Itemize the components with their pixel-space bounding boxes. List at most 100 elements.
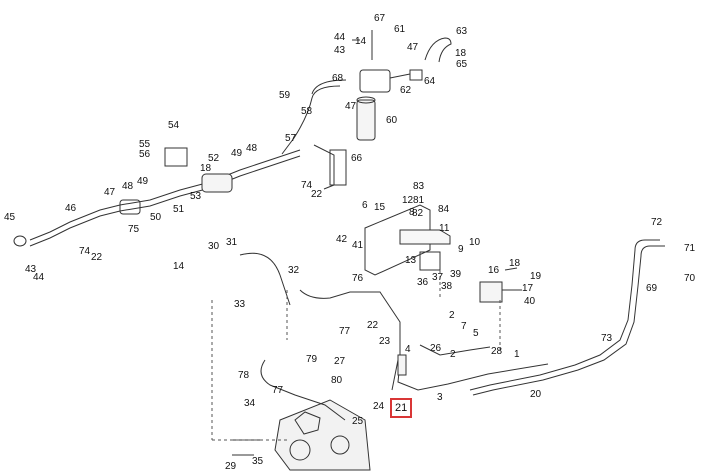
callout-73: 73: [601, 333, 613, 344]
callout-30: 30: [208, 241, 220, 252]
leader-lines: [211, 270, 501, 441]
callout-24: 24: [373, 401, 385, 412]
callout-39: 39: [450, 269, 462, 280]
callout-81: 81: [413, 195, 425, 206]
callout-3: 3: [437, 392, 443, 403]
callout-71: 71: [684, 243, 696, 254]
callout-74: 74: [79, 246, 91, 257]
callout-8: 8: [409, 207, 415, 218]
callout-79: 79: [306, 354, 318, 365]
callout-34: 34: [244, 398, 256, 409]
callout-64: 64: [424, 76, 436, 87]
callout-84: 84: [438, 204, 450, 215]
callout-43b: 43: [25, 264, 37, 275]
callout-48: 48: [122, 181, 134, 192]
callout-13: 13: [405, 255, 417, 266]
callout-16: 16: [488, 265, 500, 276]
callout-27: 27: [334, 356, 346, 367]
callout-50: 50: [150, 212, 162, 223]
callout-77: 77: [339, 326, 351, 337]
callout-47c: 47: [104, 187, 116, 198]
callout-2: 2: [449, 310, 455, 321]
callout-70: 70: [684, 273, 696, 284]
callout-78: 78: [238, 370, 250, 381]
callout-44b: 44: [33, 272, 45, 283]
callout-53: 53: [190, 191, 202, 202]
right-hose: [469, 239, 665, 396]
callout-45: 45: [4, 212, 16, 223]
valve-bracket-assembly: [364, 204, 522, 303]
callout-17: 17: [522, 283, 534, 294]
callout-80: 80: [331, 375, 343, 386]
callout-82: 82: [412, 208, 424, 219]
callout-18: 18: [455, 48, 467, 59]
callout-29: 29: [225, 461, 237, 472]
callout-4: 4: [405, 344, 411, 355]
callout-74b: 74: [301, 180, 313, 191]
callout-44: 44: [334, 32, 346, 43]
callout-2b: 2: [450, 349, 456, 360]
callout-35: 35: [252, 456, 264, 467]
callout-43: 43: [334, 45, 346, 56]
callout-62: 62: [400, 85, 412, 96]
callout-68: 68: [332, 73, 344, 84]
callout-56: 56: [139, 149, 151, 160]
callout-15: 15: [374, 202, 386, 213]
callout-32: 32: [288, 265, 300, 276]
middle-hose-assembly: [239, 252, 549, 391]
callout-69: 69: [646, 283, 658, 294]
fuel-filter-assembly: [281, 30, 452, 155]
callout-37: 37: [432, 272, 444, 283]
callout-65: 65: [456, 59, 468, 70]
callout-6: 6: [362, 200, 368, 211]
callout-1: 1: [514, 349, 520, 360]
callout-58: 58: [301, 106, 313, 117]
callout-47: 47: [407, 42, 419, 53]
callout-41: 41: [352, 240, 364, 251]
callout-49: 49: [137, 176, 149, 187]
callout-19: 19: [530, 271, 542, 282]
callout-40: 40: [524, 296, 536, 307]
callout-59: 59: [279, 90, 291, 101]
callout-60: 60: [386, 115, 398, 126]
callout-10: 10: [469, 237, 481, 248]
callout-22: 22: [91, 252, 103, 263]
callout-76: 76: [352, 273, 364, 284]
callout-42: 42: [336, 234, 348, 245]
callout-57: 57: [285, 133, 297, 144]
callout-9: 9: [458, 244, 464, 255]
callout-72: 72: [651, 217, 663, 228]
callout-22b: 22: [311, 189, 323, 200]
callout-36: 36: [417, 277, 429, 288]
callout-21-highlighted[interactable]: 21: [390, 398, 413, 418]
pump-assembly: [230, 359, 371, 471]
callout-55: 55: [139, 139, 151, 150]
callout-12: 12: [402, 195, 414, 206]
callout-77b: 77: [272, 385, 284, 396]
callout-26: 26: [430, 343, 442, 354]
callout-67: 67: [374, 13, 386, 24]
callout-11: 11: [439, 223, 450, 234]
callout-20: 20: [530, 389, 542, 400]
callout-14: 14: [355, 36, 367, 47]
callout-66: 66: [351, 153, 363, 164]
callout-18b: 18: [200, 163, 212, 174]
callout-51: 51: [173, 204, 185, 215]
callout-18c: 18: [509, 258, 521, 269]
callout-23: 23: [379, 336, 391, 347]
callout-48b: 48: [246, 143, 258, 154]
callout-83: 83: [413, 181, 425, 192]
callout-52: 52: [208, 153, 220, 164]
fuel-line-left-assembly: [13, 144, 347, 247]
callout-46: 46: [65, 203, 77, 214]
callout-14b: 14: [173, 261, 185, 272]
callout-28: 28: [491, 346, 503, 357]
callout-54: 54: [168, 120, 180, 131]
callout-38: 38: [441, 281, 453, 292]
callout-63: 63: [456, 26, 468, 37]
callout-61: 61: [394, 24, 406, 35]
callout-49b: 49: [231, 148, 243, 159]
callout-22c: 22: [367, 320, 379, 331]
